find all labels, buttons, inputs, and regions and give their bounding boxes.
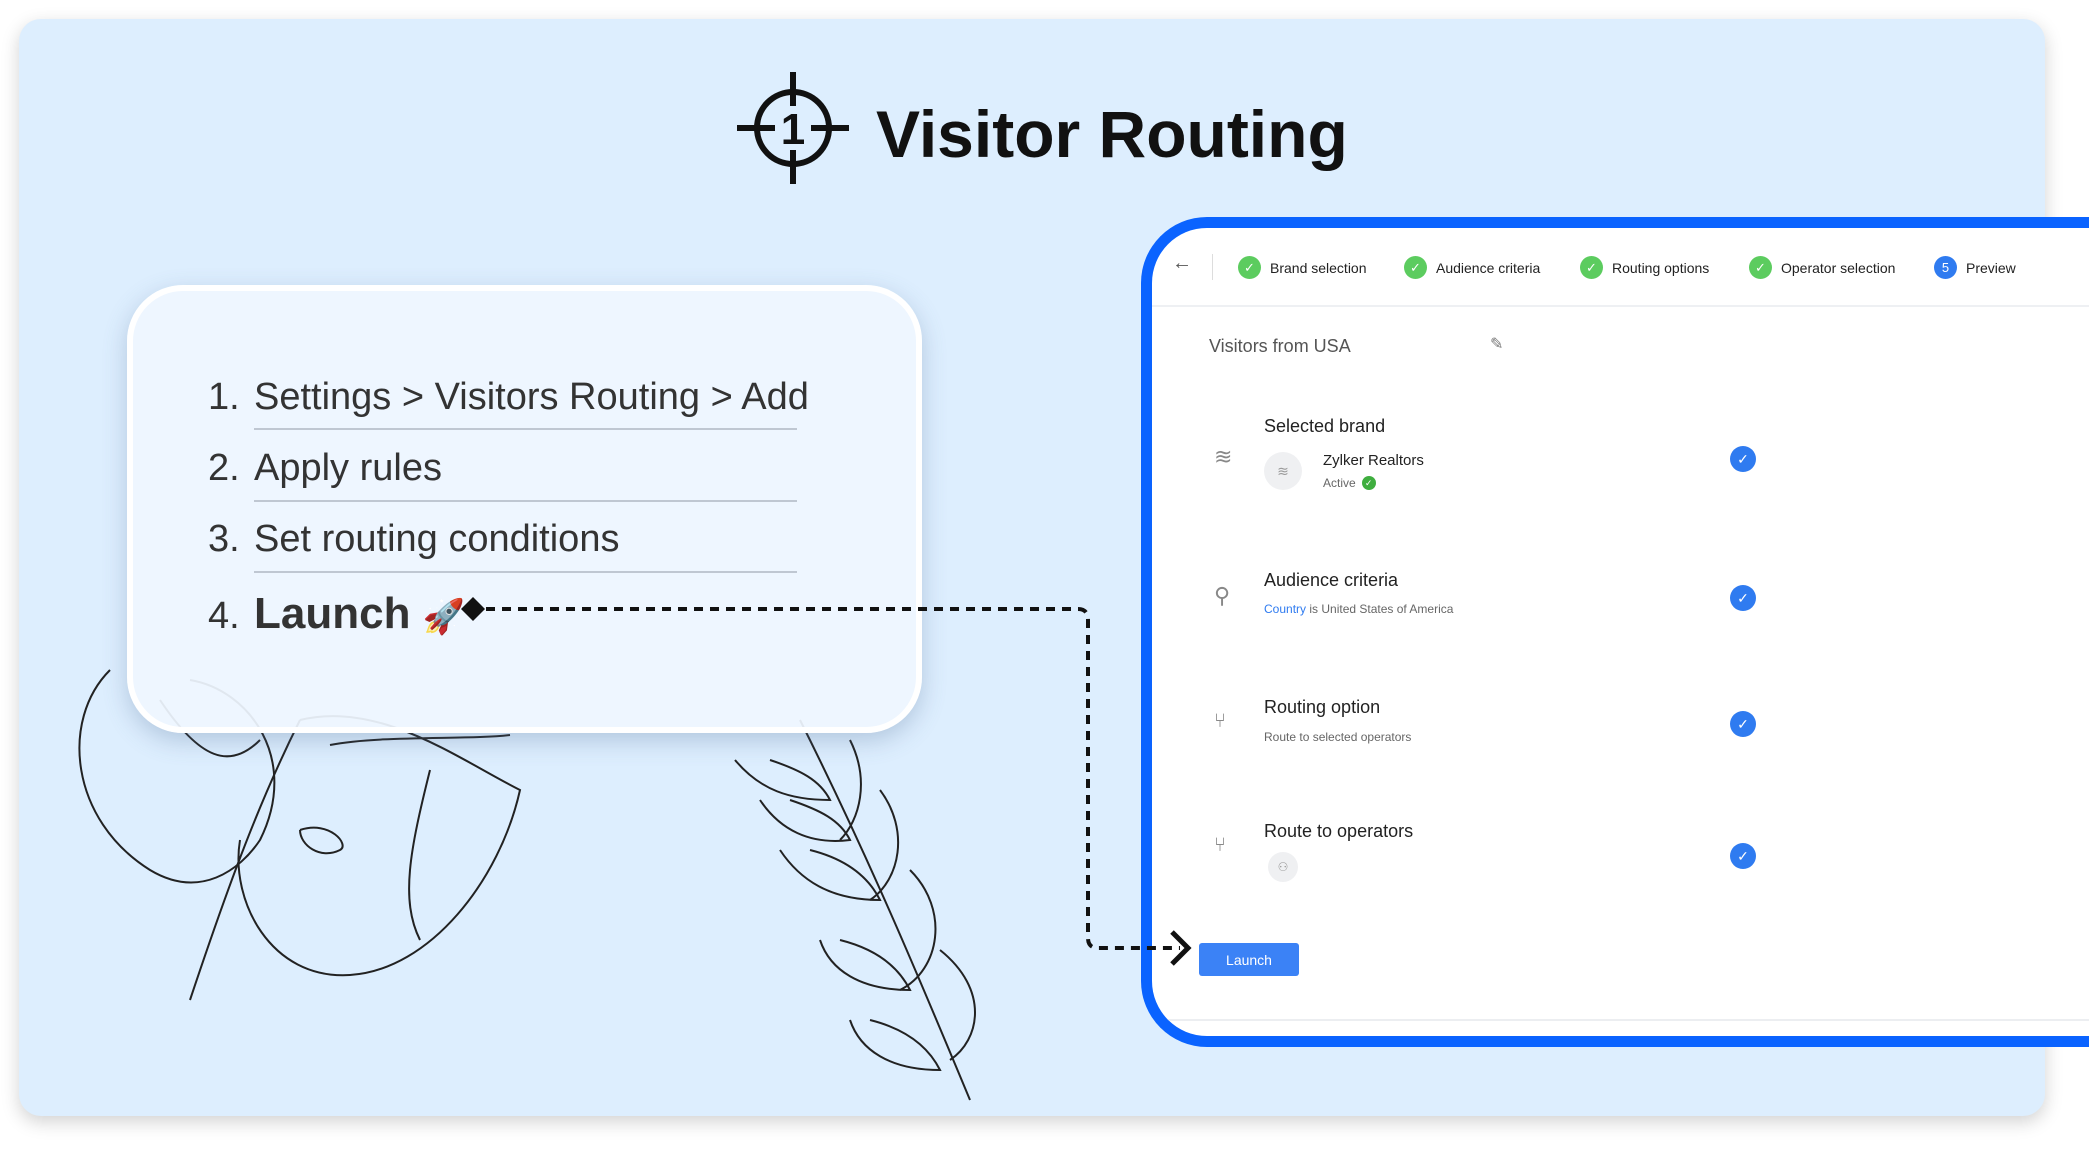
branch-icon: ⑂ <box>1214 834 1226 856</box>
layers-icon: ≋ <box>1277 462 1289 479</box>
rule-name: Visitors from USA <box>1209 336 1351 356</box>
step-audience-criteria[interactable]: ✓ Audience criteria <box>1404 256 1540 279</box>
step-label: Brand selection <box>1270 259 1367 276</box>
branch-icon: ⑂ <box>1214 710 1226 732</box>
step-number: 1. <box>208 376 240 418</box>
rocket-icon: 🚀 <box>422 598 466 636</box>
step-brand-selection[interactable]: ✓ Brand selection <box>1238 256 1367 279</box>
brand-name: Zylker Realtors <box>1323 452 1424 469</box>
layers-icon: ≋ <box>1214 444 1233 469</box>
step-routing-options[interactable]: ✓ Routing options <box>1580 256 1709 279</box>
status-text: Active <box>1323 476 1356 490</box>
divider <box>254 571 797 573</box>
step-text: Set routing conditions <box>254 518 620 560</box>
check-icon: ✓ <box>1749 256 1772 279</box>
step-operator-selection[interactable]: ✓ Operator selection <box>1749 256 1895 279</box>
divider <box>1152 1019 2089 1021</box>
step-number: 4. <box>208 595 240 637</box>
step-3: 3. Set routing conditions <box>208 518 619 561</box>
step-label: Routing options <box>1612 259 1710 276</box>
step-text: Apply rules <box>254 447 442 489</box>
step-text: Launch <box>254 589 411 638</box>
section-subtitle: Route to selected operators <box>1264 730 1412 744</box>
condition-field[interactable]: Country <box>1264 602 1307 616</box>
divider <box>254 500 797 502</box>
separator <box>1212 254 1213 280</box>
step-label: Preview <box>1966 259 2016 276</box>
stepper: ← ✓ Brand selection ✓ Audience criteria ✓ R… <box>1152 228 2089 307</box>
back-arrow-icon[interactable]: ← <box>1172 252 1192 274</box>
edit-pencil-icon[interactable]: ✎ <box>1490 336 1504 353</box>
brand-status: Active ✓ <box>1323 476 1376 490</box>
condition-value: is United States of America <box>1306 602 1454 616</box>
step-2: 2. Apply rules <box>208 447 442 490</box>
routing-check-icon: ✓ <box>1730 711 1756 737</box>
step-label: Operator selection <box>1781 259 1896 276</box>
step-label: Audience criteria <box>1436 259 1541 276</box>
page-title: Visitor Routing <box>876 97 1348 171</box>
step-4: 4. Launch 🚀 <box>208 589 465 639</box>
audience-check-icon: ✓ <box>1730 585 1756 611</box>
user-icon: ⚲ <box>1214 583 1231 608</box>
steps-card: 1. Settings > Visitors Routing > Add 2. Ap… <box>127 285 922 733</box>
launch-button[interactable]: Launch <box>1199 943 1299 976</box>
divider <box>254 428 797 430</box>
section-title: Routing option <box>1264 697 1381 717</box>
group-icon: ⚇ <box>1277 860 1289 874</box>
routing-preview-panel: ← ✓ Brand selection ✓ Audience criteria ✓ R… <box>1141 217 2089 1047</box>
check-icon: ✓ <box>1238 256 1261 279</box>
active-check-icon: ✓ <box>1361 476 1376 490</box>
section-title: Selected brand <box>1264 416 1386 436</box>
section-title: Audience criteria <box>1264 570 1399 590</box>
operators-check-icon: ✓ <box>1730 843 1756 869</box>
step-number: 3. <box>208 518 240 560</box>
check-icon: ✓ <box>1404 256 1427 279</box>
operators-group-avatar: ⚇ <box>1268 852 1298 882</box>
step-number: 5 <box>1934 256 1957 279</box>
audience-condition: Country is United States of America <box>1264 602 1453 616</box>
step-1: 1. Settings > Visitors Routing > Add <box>208 376 809 419</box>
section-title: Route to operators <box>1264 821 1414 841</box>
check-icon: ✓ <box>1580 256 1603 279</box>
svg-text:1: 1 <box>781 105 805 154</box>
brand-check-icon: ✓ <box>1730 446 1756 472</box>
brand-avatar: ≋ <box>1264 452 1302 490</box>
step-preview[interactable]: 5 Preview <box>1934 256 2016 279</box>
step-text: Settings > Visitors Routing > Add <box>254 376 809 418</box>
target-1-icon: 1 <box>737 72 849 184</box>
step-number: 2. <box>208 447 240 489</box>
